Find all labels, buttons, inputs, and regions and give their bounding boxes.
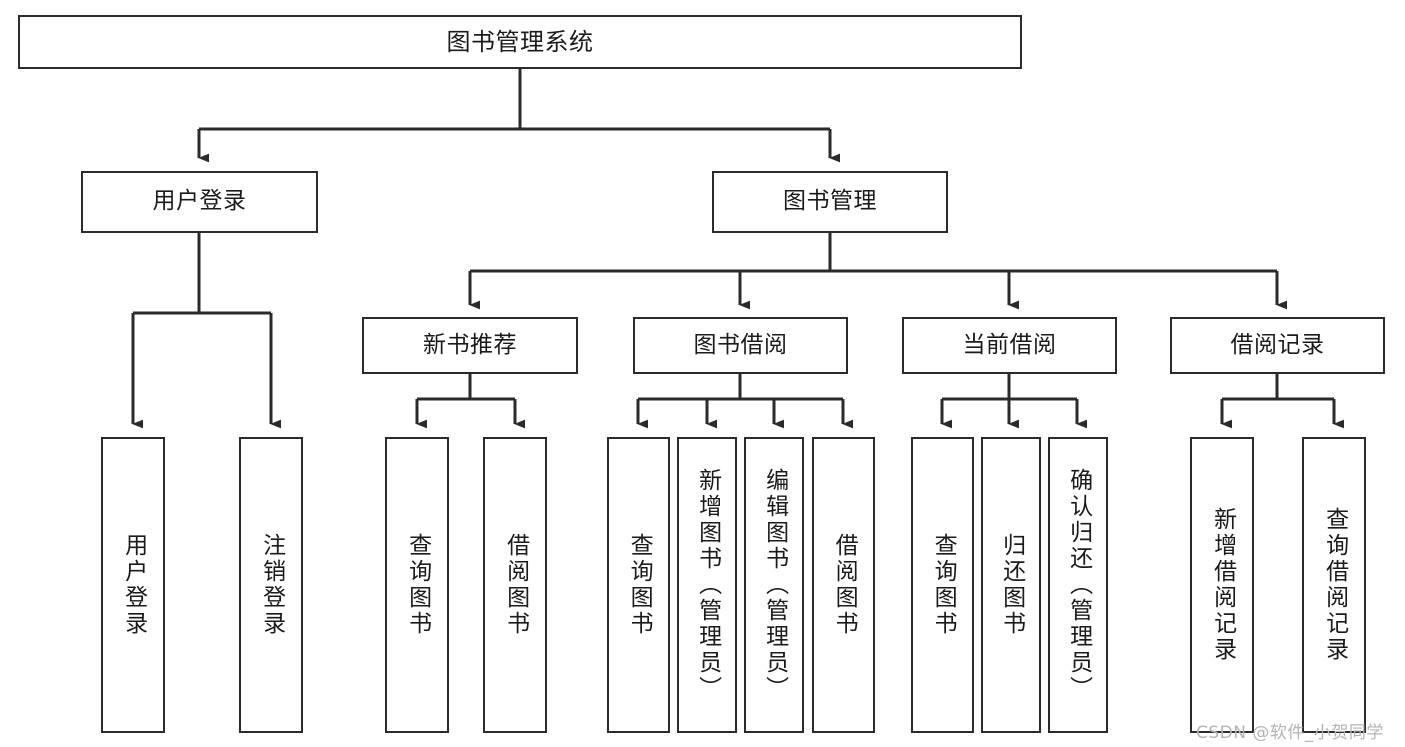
leaf-borrow-borrow-book[interactable]: 借阅图书 <box>812 437 875 733</box>
node-label: 查询借阅记录 <box>1321 507 1348 663</box>
node-label: 确认归还（管理员） <box>1065 468 1092 702</box>
csdn-watermark: CSDN @软件_小贺同学 <box>1196 723 1384 743</box>
node-label: 当前借阅 <box>962 331 1057 358</box>
node-label: 查询图书 <box>626 533 653 637</box>
node-label: 新增图书（管理员） <box>694 468 721 702</box>
leaf-borrow-edit-book-admin[interactable]: 编辑图书（管理员） <box>744 437 804 733</box>
node-borrow-records[interactable]: 借阅记录 <box>1170 317 1385 374</box>
node-user-login[interactable]: 用户登录 <box>81 171 318 233</box>
leaf-record-query-record[interactable]: 查询借阅记录 <box>1302 437 1366 733</box>
node-label: 新增借阅记录 <box>1209 507 1236 663</box>
leaf-current-confirm-return-admin[interactable]: 确认归还（管理员） <box>1048 437 1108 733</box>
node-label: 归还图书 <box>998 533 1025 637</box>
node-book-management[interactable]: 图书管理 <box>712 171 948 233</box>
node-label: 新书推荐 <box>423 331 517 358</box>
leaf-record-add-record[interactable]: 新增借阅记录 <box>1190 437 1254 733</box>
node-new-book-recommendation[interactable]: 新书推荐 <box>362 317 578 374</box>
node-root-library-system[interactable]: 图书管理系统 <box>18 15 1022 69</box>
leaf-user-login-signout[interactable]: 注销登录 <box>239 437 303 733</box>
leaf-user-login-signin[interactable]: 用户登录 <box>101 437 165 733</box>
leaf-new-book-query[interactable]: 查询图书 <box>385 437 449 733</box>
node-label: 借阅图书 <box>502 533 529 637</box>
leaf-borrow-query-book[interactable]: 查询图书 <box>607 437 670 733</box>
node-label: 查询图书 <box>930 533 957 637</box>
node-label: 查询图书 <box>404 533 431 637</box>
node-label: 图书管理系统 <box>446 27 594 56</box>
node-label: 编辑图书（管理员） <box>761 468 788 702</box>
leaf-new-book-borrow[interactable]: 借阅图书 <box>483 437 547 733</box>
node-label: 借阅记录 <box>1230 331 1325 358</box>
node-book-borrowing[interactable]: 图书借阅 <box>633 317 848 374</box>
node-label: 用户登录 <box>120 533 147 637</box>
leaf-current-return-book[interactable]: 归还图书 <box>981 437 1041 733</box>
node-label: 注销登录 <box>258 533 285 637</box>
leaf-borrow-add-book-admin[interactable]: 新增图书（管理员） <box>677 437 737 733</box>
node-label: 图书借阅 <box>693 331 788 358</box>
leaf-current-query-book[interactable]: 查询图书 <box>911 437 974 733</box>
node-label: 图书管理 <box>783 188 877 215</box>
node-current-borrowing[interactable]: 当前借阅 <box>902 317 1117 374</box>
node-label: 用户登录 <box>152 188 247 215</box>
node-label: 借阅图书 <box>831 533 858 637</box>
